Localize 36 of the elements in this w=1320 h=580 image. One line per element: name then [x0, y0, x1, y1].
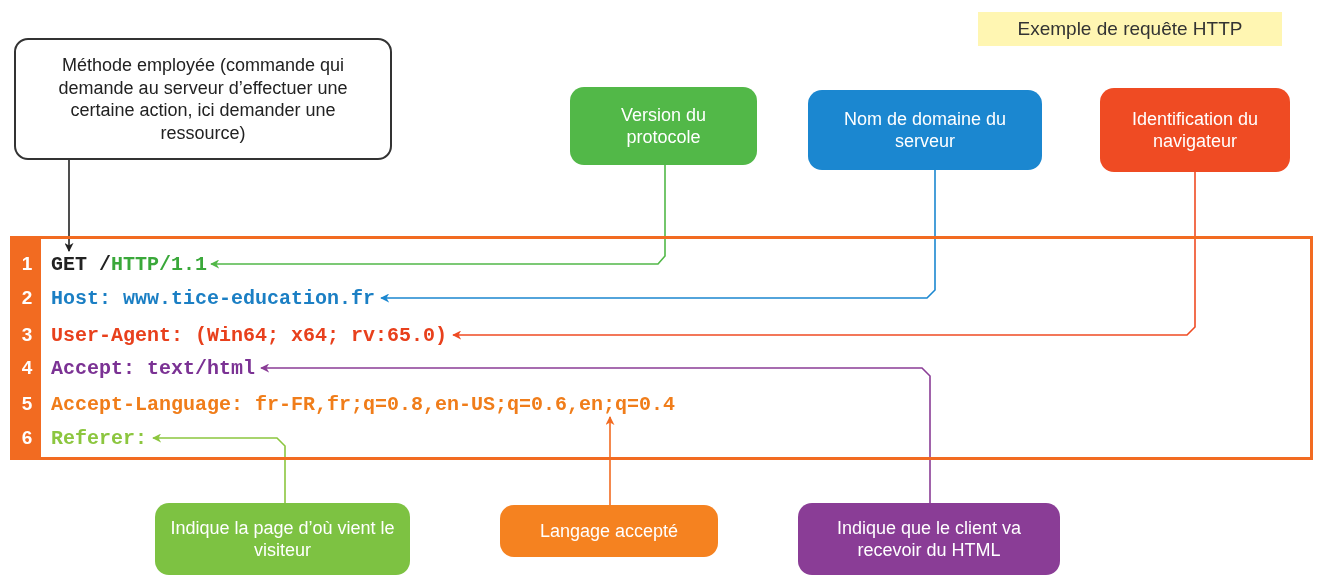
- callout-box: [14, 38, 392, 160]
- callout-box: [500, 505, 718, 557]
- arrow: [380, 169, 936, 303]
- code-text: Accept-Language: fr-FR,fr;q=0.8,en-US;q=0.6,en;q=0.4: [51, 392, 676, 416]
- code-text: Referer:: [51, 426, 147, 450]
- callout-text: Méthode employée (commande qui demande au serveur d’effectuer une certaine action, ici demander une ressource): [57, 54, 349, 144]
- callout-text: Indique que le client va recevoir du HTML: [835, 516, 1023, 562]
- line-number: 2: [20, 287, 34, 309]
- arrow: [210, 164, 666, 269]
- code-panel: [10, 236, 1313, 460]
- code-text: Accept: text/html: [51, 356, 256, 380]
- callout-box: [1100, 88, 1290, 172]
- code-text: GET /: [51, 252, 111, 276]
- arrow: [152, 433, 286, 504]
- title-label: Exemple de requête HTTP: [978, 12, 1282, 46]
- callout-box: [155, 503, 410, 575]
- arrow: [260, 363, 931, 504]
- line-number: 6: [20, 427, 34, 449]
- callout-text: Version du protocole: [619, 103, 708, 149]
- callout-box: [570, 87, 757, 165]
- code-text: Host: www.tice-education.fr: [51, 286, 376, 310]
- callout-text: Indique la page d’où vient le visiteur: [169, 516, 396, 562]
- code-text: HTTP/1.1: [111, 252, 208, 276]
- callout-box: [808, 90, 1042, 170]
- arrow: [64, 159, 74, 252]
- callout-text: Langage accepté: [539, 519, 679, 543]
- callout-box: [798, 503, 1060, 575]
- line-number: 1: [20, 253, 34, 275]
- arrow: [452, 171, 1196, 340]
- line-number: 3: [20, 324, 34, 346]
- callout-text: Identification du navigateur: [1130, 107, 1260, 153]
- callout-text: Nom de domaine du serveur: [842, 107, 1008, 153]
- line-number: 5: [20, 393, 34, 415]
- line-number: 4: [20, 357, 34, 379]
- arrow: [605, 416, 615, 506]
- code-text: User-Agent: (Win64; x64; rv:65.0): [51, 323, 448, 347]
